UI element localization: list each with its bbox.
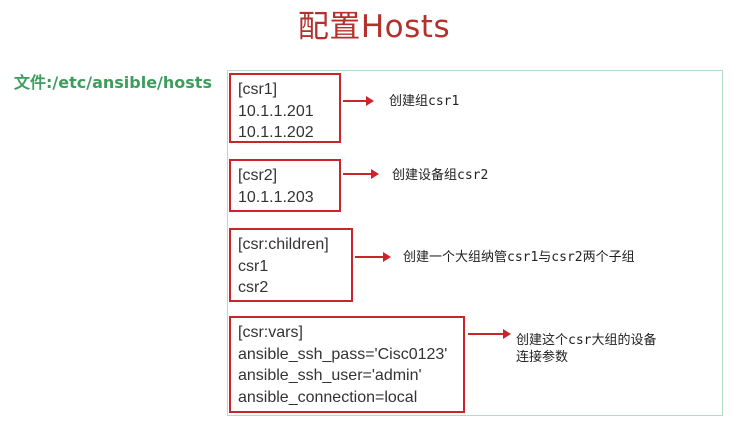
block-line: [csr2]	[238, 167, 278, 184]
group-children-block: [csr:children] csr1 csr2	[229, 228, 353, 302]
note-csr1: 创建组csr1	[389, 94, 460, 109]
block-line: 10.1.1.203	[238, 188, 314, 206]
arrow-icon	[343, 169, 379, 179]
page-title: 配置Hosts	[297, 9, 451, 45]
block-line: [csr:vars]	[238, 324, 303, 341]
block-line: ansible_ssh_pass='Cisc0123'	[238, 345, 448, 363]
note-vars-line1: 创建这个csr大组的设备	[516, 333, 657, 348]
arrow-icon	[468, 329, 511, 339]
group-csr1-block: [csr1] 10.1.1.201 10.1.1.202	[229, 73, 341, 143]
note-children: 创建一个大组纳管csr1与csr2两个子组	[403, 250, 635, 265]
group-csr2-block: [csr2] 10.1.1.203	[229, 159, 341, 212]
arrow-icon	[343, 96, 374, 106]
block-line: csr2	[238, 279, 269, 296]
arrow-icon	[355, 252, 391, 262]
block-line: 10.1.1.202	[238, 124, 314, 141]
note-vars: 创建这个csr大组的设备 连接参数	[516, 332, 656, 366]
note-csr2: 创建设备组csr2	[392, 168, 489, 183]
group-vars-block: [csr:vars] ansible_ssh_pass='Cisc0123' a…	[229, 316, 465, 413]
block-line: ansible_ssh_user='admin'	[238, 367, 422, 384]
note-vars-line2: 连接参数	[516, 350, 569, 365]
block-line: csr1	[238, 257, 269, 275]
block-line: 10.1.1.201	[238, 102, 314, 120]
block-line: ansible_connection=local	[238, 388, 418, 406]
file-path-label: 文件:/etc/ansible/hosts	[14, 73, 212, 92]
block-line: [csr1]	[238, 81, 278, 98]
block-line: [csr:children]	[238, 236, 329, 253]
